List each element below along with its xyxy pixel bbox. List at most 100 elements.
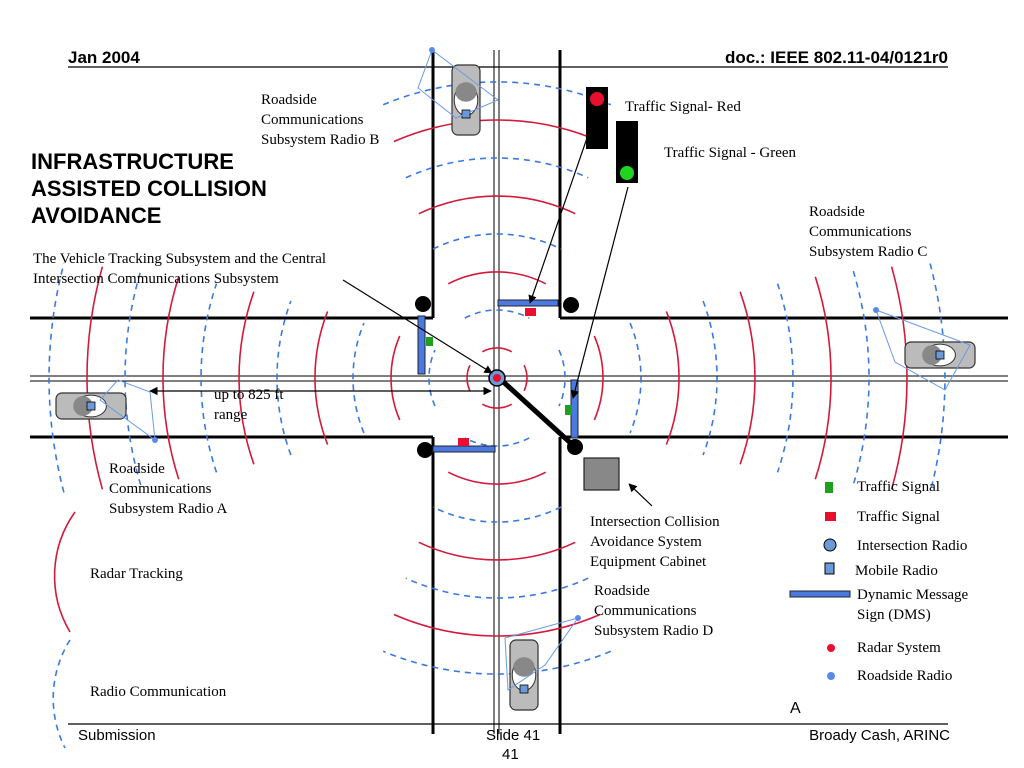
green-light-icon bbox=[620, 166, 634, 180]
wave-arc-east bbox=[852, 270, 870, 486]
page-title: INFRASTRUCTURE ASSISTED COLLISION AVOIDA… bbox=[31, 149, 267, 228]
callout-arrows bbox=[149, 111, 653, 507]
label-radio-communication: Radio Communication bbox=[90, 684, 227, 700]
wave-arc-east bbox=[890, 266, 908, 490]
footer-page-number: 41 bbox=[502, 746, 519, 763]
dms-south bbox=[432, 445, 496, 453]
wave-arc-east bbox=[776, 283, 794, 473]
wave-arc-south bbox=[418, 541, 576, 561]
legend-dms-icon bbox=[789, 590, 851, 598]
label-radio-b: Roadside Communications Subsystem Radio … bbox=[261, 92, 380, 148]
radio-cone-d bbox=[504, 617, 580, 691]
mobile-radio-icon bbox=[935, 350, 945, 360]
wave-arc-south bbox=[432, 506, 562, 523]
wave-arc-north bbox=[405, 157, 589, 179]
arrow-red-signal bbox=[528, 111, 597, 304]
wave-arc-east bbox=[739, 291, 756, 465]
road-edges bbox=[30, 50, 1008, 734]
wave-arc-west bbox=[428, 349, 436, 407]
traffic-signal-green-head bbox=[616, 121, 638, 183]
wave-arc-south bbox=[481, 403, 513, 409]
intersection-radar-icon bbox=[493, 374, 501, 382]
wave-arc-north bbox=[481, 347, 513, 353]
wave-arc-west bbox=[162, 276, 180, 480]
wave-arc-east bbox=[523, 364, 528, 392]
roadside-radio-icon bbox=[429, 47, 435, 53]
wave-arc-east bbox=[558, 349, 566, 407]
label-radio-d: Roadside Communications Subsystem Radio … bbox=[594, 583, 714, 639]
signal-red-south bbox=[458, 438, 469, 446]
legend-letter: A bbox=[790, 700, 801, 717]
label-vehicle-tracking: The Vehicle Tracking Subsystem and the C… bbox=[33, 251, 327, 287]
signal-red-north bbox=[525, 308, 536, 316]
legend-mobile-radio-icon bbox=[824, 562, 835, 575]
signal-green-west bbox=[426, 337, 433, 346]
roadside-radio-icon bbox=[152, 437, 158, 443]
label-signal-red: Traffic Signal- Red bbox=[625, 99, 741, 115]
car-north bbox=[451, 64, 481, 136]
mobile-radio-icon bbox=[519, 684, 529, 694]
radio-cone-a bbox=[99, 379, 156, 442]
wave-arc-west bbox=[48, 263, 65, 493]
equipment-cabinet bbox=[583, 457, 620, 491]
label-radar-tracking: Radar Tracking bbox=[90, 566, 183, 582]
signal-poles bbox=[415, 296, 583, 458]
arrow-cabinet bbox=[628, 483, 653, 507]
label-radio-a: Roadside Communications Subsystem Radio … bbox=[109, 461, 228, 517]
cabinet-conduit bbox=[497, 376, 577, 449]
wave-arc-west bbox=[390, 335, 401, 421]
legend-radar-icon bbox=[827, 644, 835, 652]
wave-arc-west bbox=[124, 270, 142, 486]
signal-green-east bbox=[565, 405, 572, 415]
footer-submission: Submission bbox=[78, 727, 156, 744]
legend-intersection-radio-icon bbox=[823, 538, 837, 552]
wave-arc-east bbox=[593, 335, 604, 421]
wave-arc-south bbox=[405, 577, 589, 599]
legend-symbols bbox=[52, 482, 851, 749]
legend-item-label: Intersection Radio bbox=[857, 538, 968, 554]
wave-arc-west bbox=[276, 300, 292, 456]
arrow-vehicle-tracking bbox=[342, 279, 493, 374]
wave-arc-west bbox=[200, 283, 218, 473]
label-range: up to 825 ft range bbox=[214, 387, 284, 423]
legend-traffic-signal-red-icon bbox=[825, 512, 836, 521]
label-signal-green: Traffic Signal - Green bbox=[664, 145, 797, 161]
mobile-radio-icon bbox=[86, 401, 96, 411]
legend-roadside-radio-icon bbox=[827, 672, 835, 680]
wave-arc-west bbox=[314, 311, 329, 445]
legend-item-label: Mobile Radio bbox=[855, 563, 938, 579]
wave-arc-east bbox=[814, 276, 832, 480]
footer-slide: Slide 41 bbox=[486, 727, 541, 744]
radio-cone-c bbox=[875, 309, 971, 391]
red-light-icon bbox=[590, 92, 604, 106]
pole-sw bbox=[417, 442, 433, 458]
legend-item-label: Roadside Radio bbox=[857, 668, 953, 684]
dms-east bbox=[570, 379, 579, 439]
wave-arc-north bbox=[464, 309, 530, 319]
legend-radio-arc bbox=[52, 639, 71, 749]
dms-west bbox=[417, 315, 426, 375]
wave-arc-south bbox=[393, 613, 601, 637]
wave-arc-west bbox=[352, 322, 365, 434]
roadside-radio-icon bbox=[575, 615, 581, 621]
car-roof bbox=[455, 82, 477, 102]
wave-arc-east bbox=[629, 322, 642, 434]
legend-item-label: Radar System bbox=[857, 640, 941, 656]
wave-arc-west bbox=[466, 364, 471, 392]
wave-arc-north bbox=[447, 271, 547, 285]
wave-arc-east bbox=[929, 263, 946, 493]
car-east bbox=[904, 341, 976, 369]
wave-arc-east bbox=[702, 300, 718, 456]
wave-arc-south bbox=[382, 650, 612, 675]
footer-author: Broady Cash, ARINC bbox=[809, 727, 950, 744]
wave-arc-north bbox=[393, 119, 601, 143]
legend-traffic-signal-green-icon bbox=[825, 482, 833, 493]
pole-nw bbox=[415, 296, 431, 312]
legend-radar-arc bbox=[53, 511, 76, 633]
header-doc-id: doc.: IEEE 802.11-04/0121r0 bbox=[724, 48, 948, 67]
arrow-green-signal bbox=[570, 186, 629, 399]
wave-arc-south bbox=[464, 437, 530, 447]
header-date: Jan 2004 bbox=[68, 48, 140, 67]
